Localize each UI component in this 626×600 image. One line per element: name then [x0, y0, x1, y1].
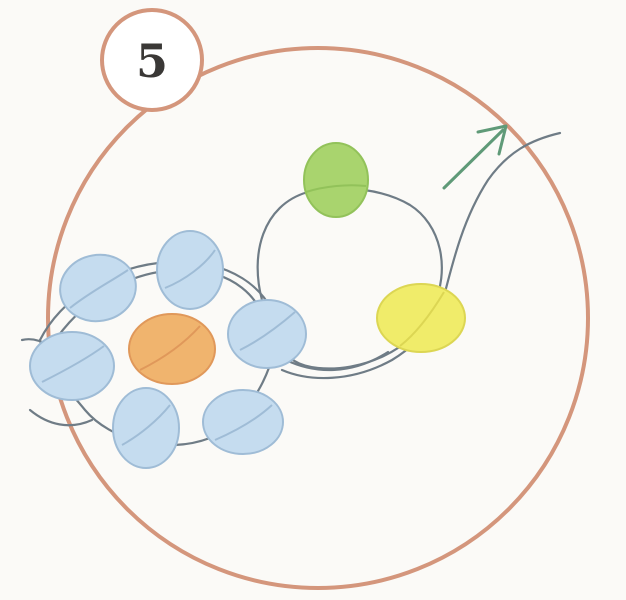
bead-blue-right — [227, 299, 307, 369]
thread — [20, 131, 562, 447]
bead-green — [303, 142, 369, 218]
bead-blue-top — [156, 230, 224, 310]
bead-orange-center — [128, 313, 216, 385]
step-number: 5 — [136, 34, 168, 88]
arrow-icon — [442, 124, 508, 190]
bead-blue-bottom-right — [202, 389, 284, 455]
bead-yellow — [376, 283, 466, 353]
frame-circle — [46, 46, 590, 590]
flower-beads — [29, 230, 307, 469]
step-badge: 5 — [100, 8, 204, 112]
bead-blue-bottom — [112, 387, 180, 469]
bead-blue-top-left — [59, 253, 137, 323]
bead-blue-left — [29, 331, 115, 401]
